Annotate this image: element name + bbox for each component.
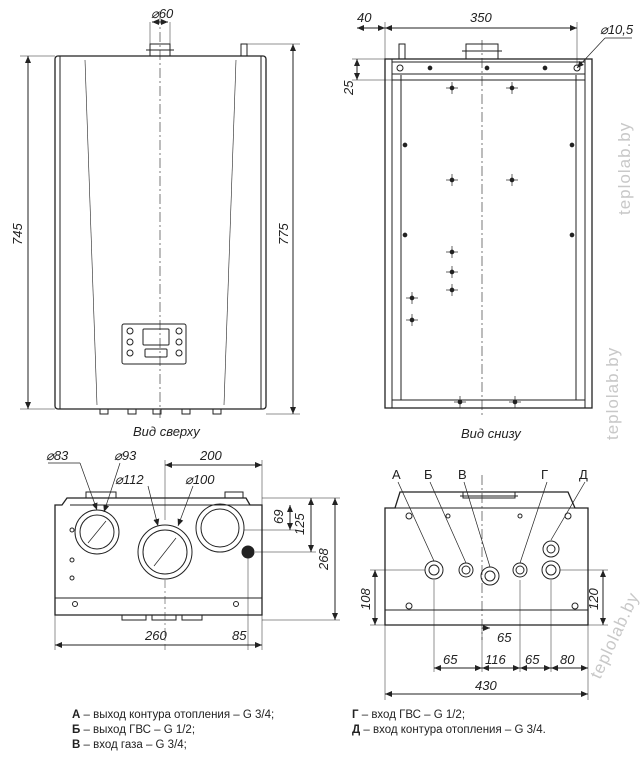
legend-text: – выход контура отопления – G 3/4; [80,709,275,721]
dim-d116: 116 [485,652,506,667]
watermark-text: teplolab.by [603,347,622,440]
dim-w430: 430 [475,678,497,693]
dim-h69: 69 [271,510,286,524]
dim-d100: ⌀100 [185,472,215,487]
bottom-right-dims [370,569,608,700]
dim-d93: ⌀93 [114,448,137,463]
dim-h108: 108 [358,588,373,610]
caption-front-view: Вид сверху [133,424,201,439]
port-label-b: Б [424,467,433,482]
port-g-connection [512,562,528,578]
dim-d80: 80 [560,652,575,667]
port-a-connection [424,560,444,580]
back-view [384,40,593,418]
dim-d65-center: 65 [497,630,512,645]
dim-front-height-right: 775 [276,223,291,245]
caption-back-view: Вид снизу [461,426,522,441]
bottom-left-view [54,491,263,621]
dim-d83: ⌀83 [46,448,69,463]
legend-text: – вход газа – G 3/4; [80,739,187,751]
mounting-rail [391,61,586,75]
back-view-mount-points [402,65,575,408]
display-screen [142,328,170,346]
dim-back-hole: ⌀10,5 [600,22,634,37]
dim-back-span: 350 [470,10,492,25]
boiler-back-body [384,58,593,409]
port-b-connection [458,562,474,578]
control-panel [121,323,187,365]
dim-d65-left: 65 [443,652,458,667]
dim-d65-right: 65 [525,652,540,667]
port-label-g: Г [541,467,548,482]
bottom-left-dims [48,460,340,650]
legend-key: Б [72,724,81,736]
dim-front-width: ⌀60 [151,6,174,21]
dim-h268: 268 [316,548,331,571]
port-label-a: А [392,467,401,482]
flue-ring-112 [142,529,188,575]
port-v-connection [480,566,500,586]
dim-d112: ⌀112 [115,472,144,487]
watermark-text: teplolab.by [615,122,634,215]
dim-h125: 125 [292,513,307,535]
bottom-right-view [384,475,589,640]
dim-front-height-left: 745 [10,223,25,245]
legend-text: – выход ГВС – G 1/2; [80,724,196,736]
legend-text: – вход контура отопления – G 3/4. [360,724,546,736]
dim-w200: 200 [199,448,222,463]
dim-h120: 120 [586,588,601,610]
dim-back-left-offset: 40 [357,10,372,25]
legend-left: А – выход контура отопления – G 3/4; Б –… [72,708,274,753]
dim-back-top-offset: 25 [341,80,356,96]
back-view-dims [352,22,632,81]
boiler-bottom-outline [54,497,263,616]
legend-text: – вход ГВС – G 1/2; [358,709,466,721]
legend-item: В – вход газа – G 3/4; [72,738,274,753]
flue-ring-83 [79,514,115,550]
port-label-v: В [458,467,467,482]
dim-w260: 260 [144,628,167,643]
legend-key: Д [352,724,361,736]
boiler-connections-outline [384,491,589,626]
dim-w85: 85 [232,628,247,643]
port-label-d: Д [579,467,588,482]
legend-key: В [72,739,81,751]
port-d-connection [541,560,561,580]
front-view [20,14,300,418]
legend-item: Д – вход контура отопления – G 3/4. [352,723,546,738]
legend-key: А [72,709,81,721]
legend-item: Б – выход ГВС – G 1/2; [72,723,274,738]
flue-ring-100 [200,508,240,548]
legend-right: Г – вход ГВС – G 1/2; Д – вход контура о… [352,708,546,738]
legend-key: Г [352,709,359,721]
legend-item: А – выход контура отопления – G 3/4; [72,708,274,723]
legend-item: Г – вход ГВС – G 1/2; [352,708,546,723]
